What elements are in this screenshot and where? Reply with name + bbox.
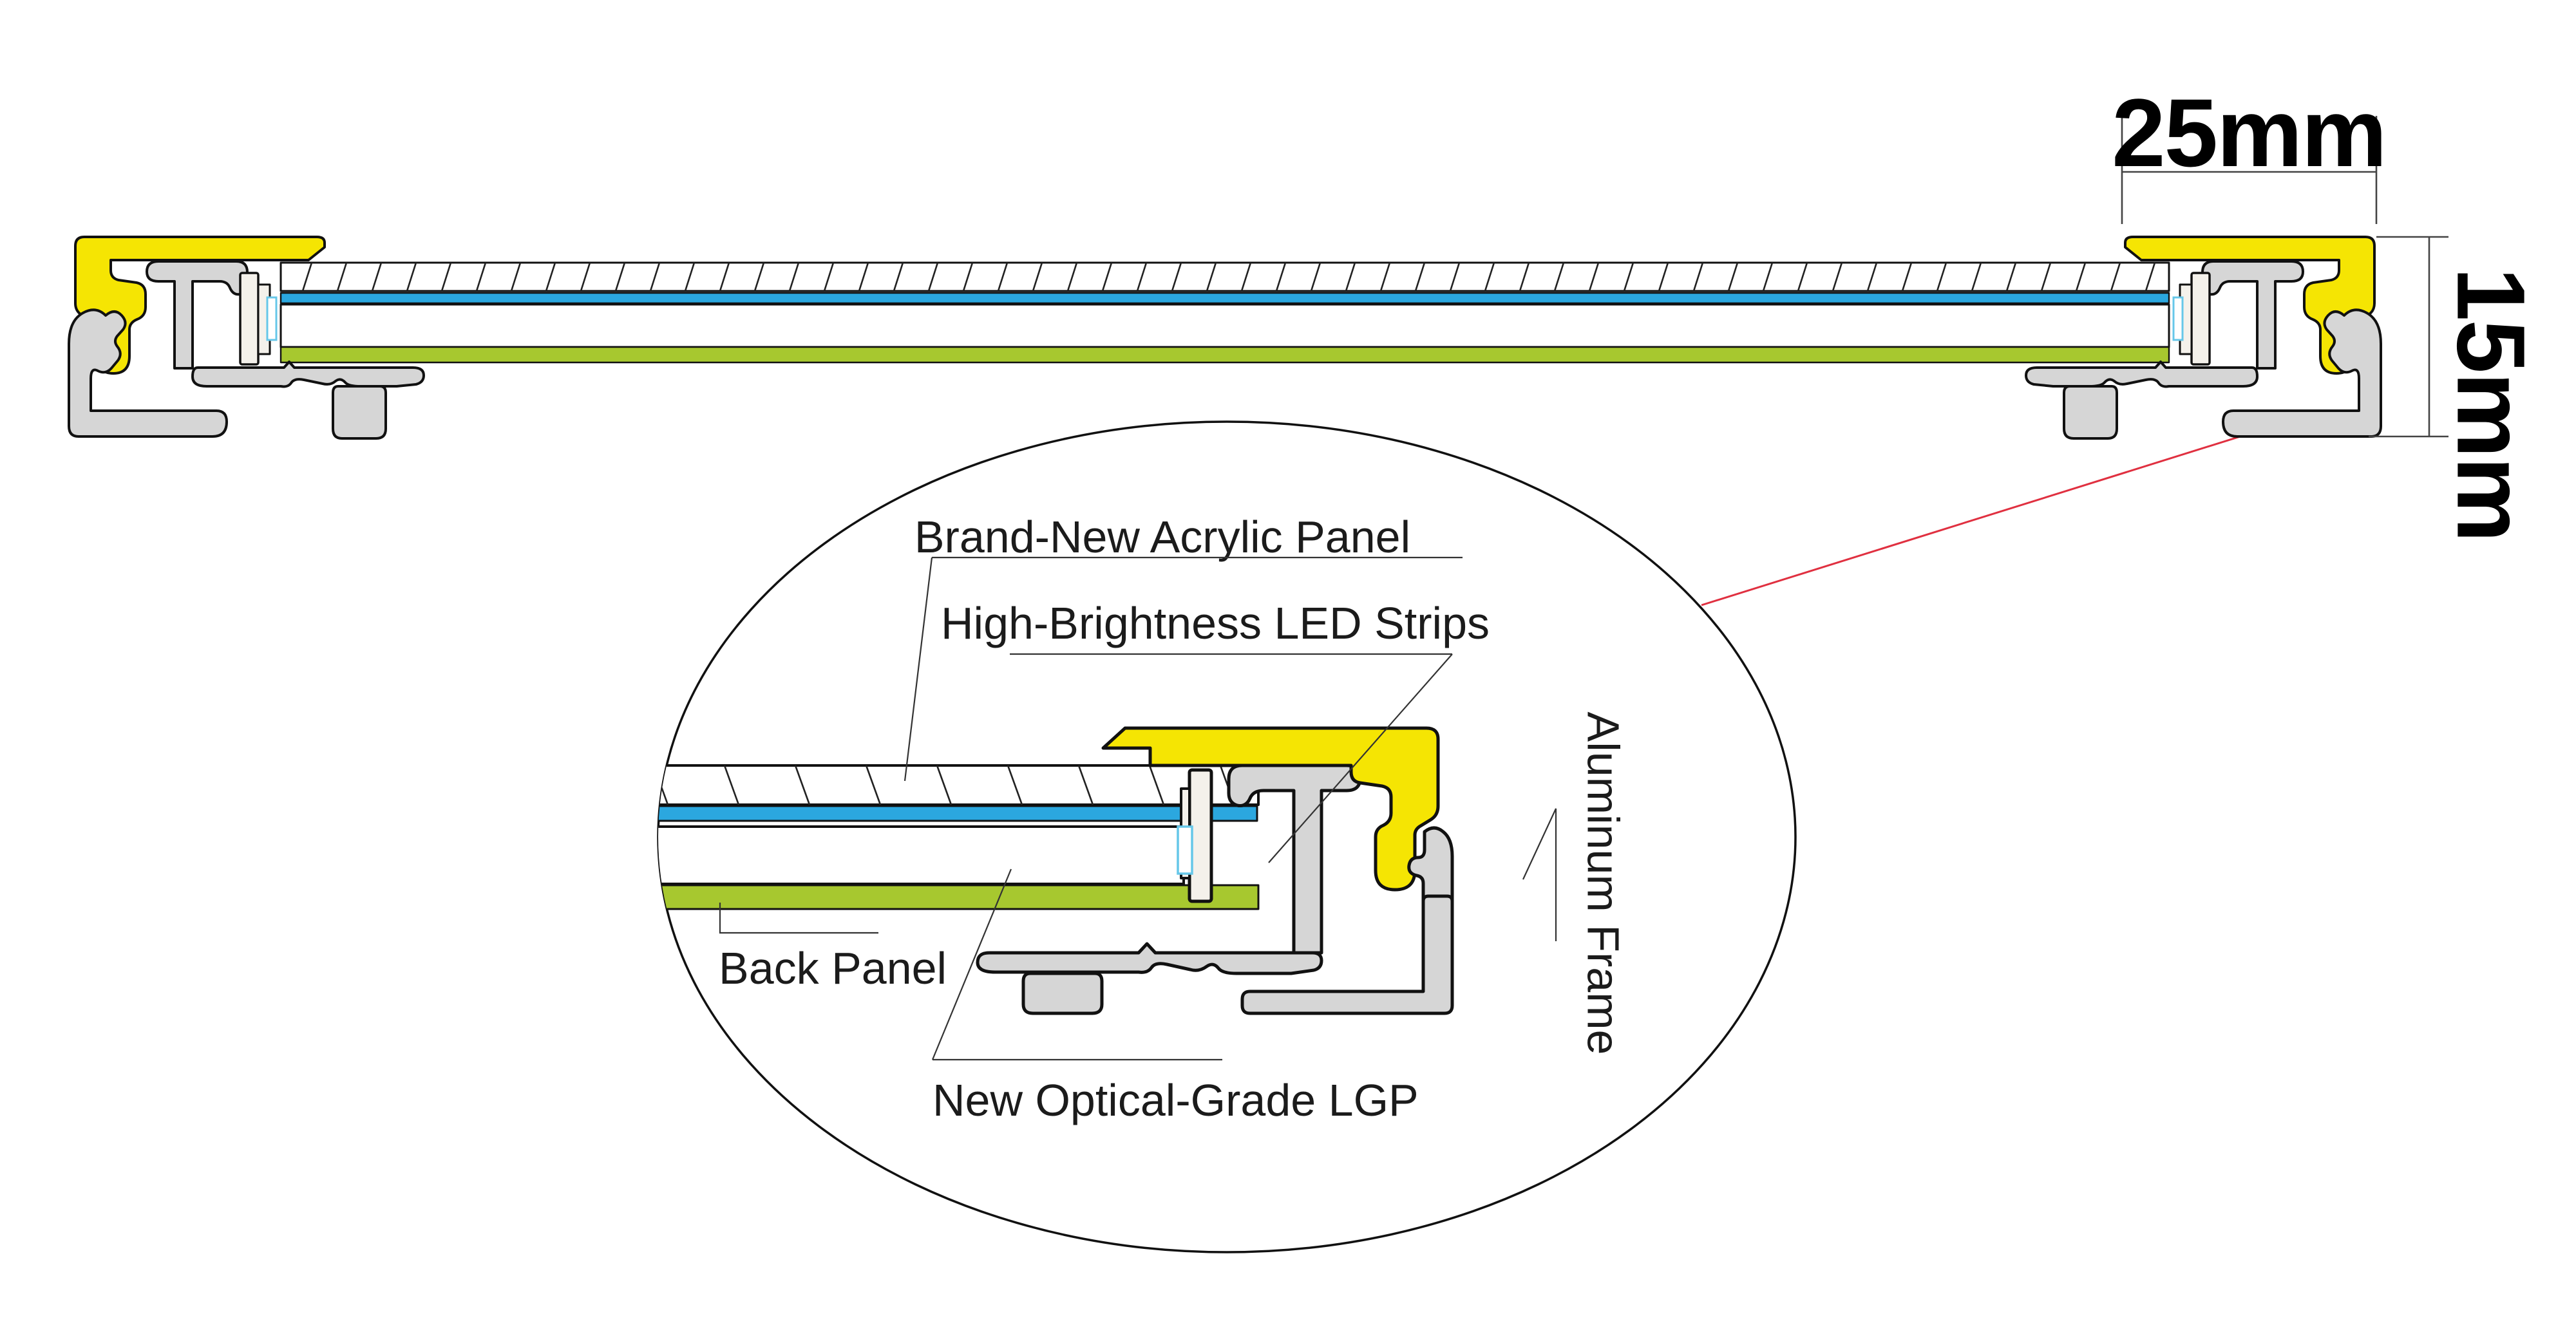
width-dimension-label: 25mm xyxy=(2112,79,2386,187)
led-strips-label: High-Brightness LED Strips xyxy=(941,598,1490,648)
detail-yellow-cover xyxy=(1101,726,1440,892)
detail-annotations: Brand-New Acrylic Panel High-Brightness … xyxy=(719,512,1629,1125)
acrylic-hatch-lines xyxy=(301,262,2156,292)
detail-led-diffuser-layer xyxy=(658,805,1258,822)
detail-thumb-hook xyxy=(1407,826,1454,906)
detail-mounting-bar xyxy=(976,942,1323,975)
height-dimension: 15mm xyxy=(2369,236,2545,541)
detail-acrylic-layer xyxy=(658,764,1260,806)
led-diffuser-layer xyxy=(279,292,2170,305)
acrylic-label: Brand-New Acrylic Panel xyxy=(914,512,1410,562)
detail-foot xyxy=(1021,971,1104,1015)
acrylic-panel-layer xyxy=(279,261,2170,292)
width-dimension: 25mm xyxy=(2112,79,2387,224)
aluminum-frame-label: Aluminum Frame xyxy=(1578,712,1629,1055)
detail-back-panel-layer xyxy=(658,884,1260,910)
lgp-layer xyxy=(279,303,2170,348)
back-panel-layer xyxy=(279,346,2170,364)
back-panel-label: Back Panel xyxy=(719,943,947,993)
detail-led-chip xyxy=(1177,825,1193,875)
height-dimension-label: 15mm xyxy=(2437,267,2545,541)
lgp-label: New Optical-Grade LGP xyxy=(933,1075,1419,1125)
detail-wall-plate xyxy=(1240,894,1454,1015)
detail-pointer-line xyxy=(1701,411,2319,606)
main-cross-section xyxy=(68,236,2382,440)
detail-lgp-layer xyxy=(658,825,1185,885)
detail-view xyxy=(658,726,1454,1015)
